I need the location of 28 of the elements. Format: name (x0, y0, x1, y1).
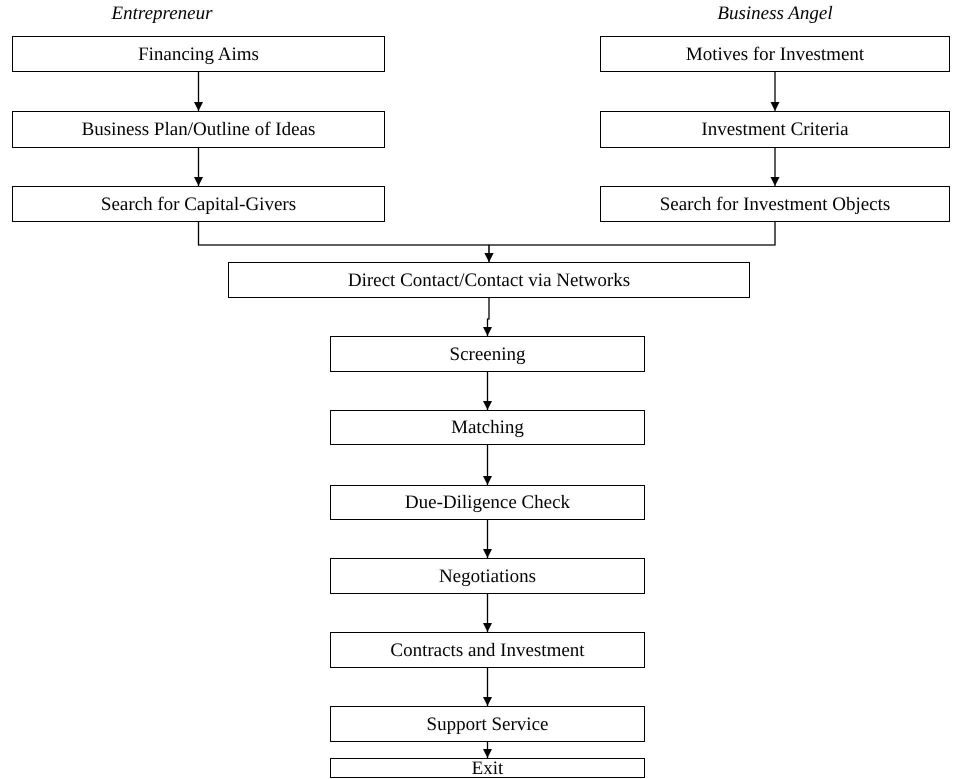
arrow (483, 298, 492, 336)
arrow (483, 668, 492, 706)
process-box: Due-Diligence Check (330, 485, 645, 520)
process-box: Contracts and Investment (330, 632, 645, 668)
arrow (194, 72, 203, 111)
process-box: Screening (330, 336, 645, 372)
arrow (770, 72, 780, 111)
process-box: Investment Criteria (600, 111, 950, 148)
process-box: Search for Capital-Givers (12, 186, 385, 222)
process-box: Direct Contact/Contact via Networks (228, 262, 750, 298)
process-box: Exit (330, 758, 645, 778)
arrow (483, 594, 492, 632)
process-box: Financing Aims (12, 36, 385, 72)
column-heading: Business Angel (716, 4, 834, 23)
arrow (483, 520, 492, 558)
process-box: Business Plan/Outline of Ideas (12, 111, 385, 148)
arrow (483, 372, 492, 410)
arrow (484, 222, 776, 262)
process-box: Motives for Investment (600, 36, 950, 72)
column-heading: Entrepreneur (110, 4, 214, 23)
process-box: Search for Investment Objects (600, 186, 950, 222)
arrow (483, 445, 492, 485)
process-box: Negotiations (330, 558, 645, 594)
process-box: Support Service (330, 706, 645, 742)
arrow (483, 742, 492, 758)
arrow (194, 148, 203, 186)
process-box: Matching (330, 410, 645, 445)
arrow (770, 148, 780, 186)
